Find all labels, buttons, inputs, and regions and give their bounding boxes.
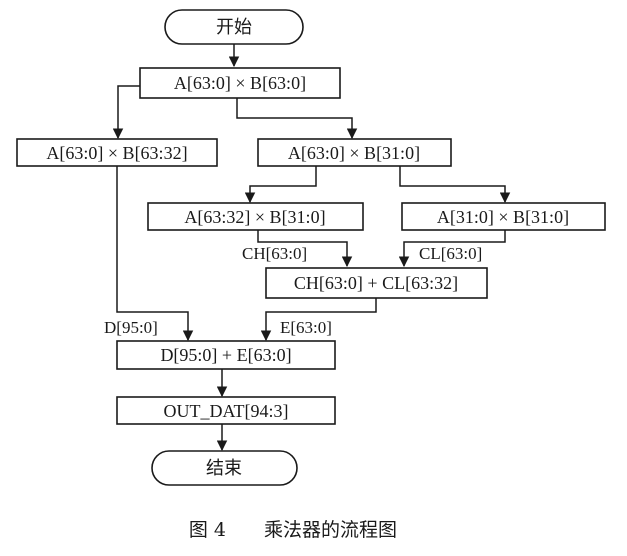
n2-label: A[63:0] × B[63:32] [46,143,187,163]
n8-box [116,396,336,425]
caption-title: 乘法器的流程图 [264,519,397,541]
end-terminal [151,450,298,486]
n1-box [139,67,341,99]
node-n7: D[95:0] + E[63:0] [116,340,336,370]
n4-box [147,202,364,231]
edge-n4-to-n6 [257,230,353,268]
node-n4: A[63:32] × B[31:0] [147,202,364,231]
start-label: 开始 [216,17,252,37]
n5-label: A[31:0] × B[31:0] [437,207,569,227]
edge-n6-to-n7 [260,298,377,342]
n2-box [16,138,218,167]
n7-label: D[95:0] + E[63:0] [160,345,291,365]
n4-label: A[63:32] × B[31:0] [184,207,325,227]
connectors [112,44,511,452]
edge-n1-to-n2 [112,85,140,140]
edge-n3-to-n4 [244,166,317,204]
n8-label: OUT_DAT[94:3] [164,401,289,421]
node-n2: A[63:0] × B[63:32] [16,138,218,167]
n3-box [257,138,452,167]
edge-n1-to-n3 [236,98,358,140]
start-node: 开始 [164,9,304,45]
start-terminal [164,9,304,45]
n3-label: A[63:0] × B[31:0] [288,143,420,163]
n1-label: A[63:0] × B[63:0] [174,73,306,93]
edge-label-e: E[63:0] [280,318,332,337]
node-n6: CH[63:0] + CL[63:32] [265,267,488,299]
edge-label-cl: CL[63:0] [419,244,482,263]
caption-figure-number: 图 4 [189,519,226,541]
n6-label: CH[63:0] + CL[63:32] [294,273,458,293]
end-node: 结束 [151,450,298,486]
n7-box [116,340,336,370]
node-n5: A[31:0] × B[31:0] [401,202,606,231]
edge-label-d: D[95:0] [104,318,158,337]
end-label: 结束 [206,458,242,478]
edge-n5-to-n6 [398,230,506,268]
node-n1: A[63:0] × B[63:0] [139,67,341,99]
edge-n3-to-n5 [399,166,511,204]
node-n8: OUT_DAT[94:3] [116,396,336,425]
n6-box [265,267,488,299]
figure-caption: 图 4 乘法器的流程图 [189,519,397,541]
node-n3: A[63:0] × B[31:0] [257,138,452,167]
edge-n2-to-n7 [116,166,194,342]
edge-label-ch: CH[63:0] [242,244,307,263]
n5-box [401,202,606,231]
